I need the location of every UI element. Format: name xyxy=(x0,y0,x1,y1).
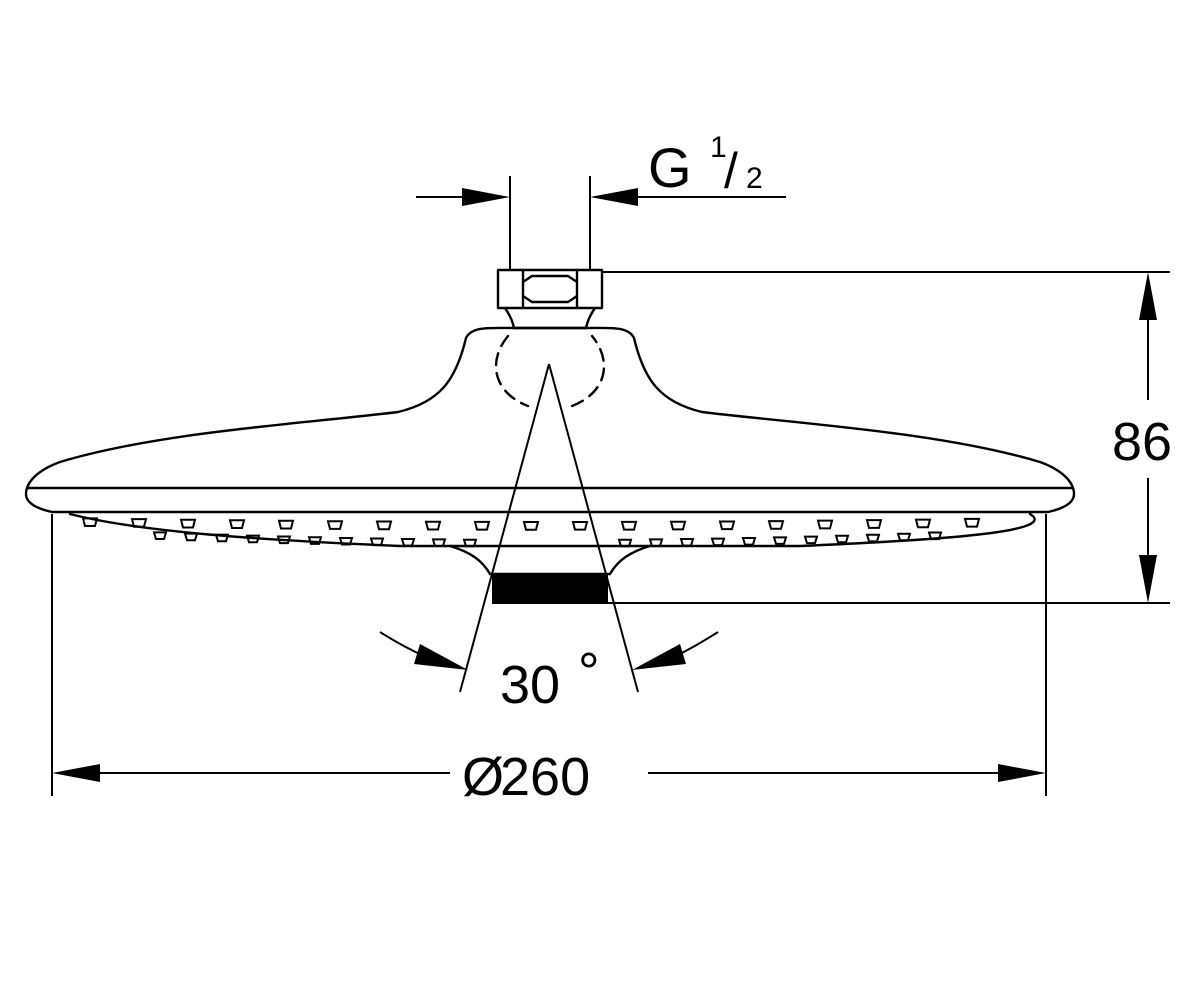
shower-head-icon xyxy=(24,268,1076,604)
nozzle xyxy=(816,519,834,530)
nozzle xyxy=(424,520,442,531)
nozzle xyxy=(130,518,148,528)
height-value: 86 xyxy=(1112,412,1172,472)
spray-nozzles xyxy=(81,517,981,548)
nozzle xyxy=(338,536,354,546)
angle-arrow-left xyxy=(414,644,468,670)
nozzle xyxy=(462,538,478,548)
angle-ray-right xyxy=(548,363,639,693)
nozzle xyxy=(179,518,197,529)
nozzle xyxy=(718,520,736,531)
nozzle xyxy=(183,532,199,542)
nozzle xyxy=(710,537,726,547)
nozzle xyxy=(741,537,757,546)
thread-dimension xyxy=(416,176,786,270)
nozzle xyxy=(772,536,788,545)
angle-ray-left xyxy=(459,363,550,693)
diameter-value: 260 xyxy=(500,747,590,807)
nozzle xyxy=(914,518,932,529)
nozzle xyxy=(152,531,168,541)
angle-arc-left xyxy=(379,631,425,657)
nozzle xyxy=(648,538,664,548)
diameter-arrow-left xyxy=(52,764,100,782)
nozzle xyxy=(522,520,540,531)
nozzle xyxy=(620,520,638,531)
spray-plate xyxy=(68,512,1036,548)
connector-nut xyxy=(496,268,604,310)
height-arrow-top xyxy=(1139,272,1157,320)
thread-fraction-slash: / xyxy=(724,143,738,199)
diameter-arrow-right xyxy=(998,764,1046,782)
angle-arrow-right xyxy=(632,644,686,670)
thread-fraction-denominator: 2 xyxy=(746,162,763,195)
nozzle xyxy=(81,517,99,528)
nozzle xyxy=(767,520,785,530)
ball-joint-dashed xyxy=(494,334,606,408)
nozzle xyxy=(803,535,819,545)
nozzle xyxy=(834,534,850,544)
thread-arrow-left xyxy=(462,188,510,206)
angle-value: 30 xyxy=(500,655,560,715)
height-arrow-bottom xyxy=(1139,555,1157,603)
nozzle xyxy=(963,517,981,528)
angle-unit: ° xyxy=(578,642,600,702)
nozzle xyxy=(896,532,912,542)
nozzle xyxy=(927,531,943,541)
height-dimension xyxy=(602,271,1170,604)
nozzle xyxy=(228,519,246,530)
nozzle xyxy=(679,538,695,547)
nozzle xyxy=(276,535,292,545)
diameter-dimension xyxy=(51,514,1047,796)
thread-fraction-numerator: 1 xyxy=(710,131,727,164)
nozzle xyxy=(431,538,447,547)
nozzle xyxy=(375,520,393,531)
nozzle xyxy=(214,533,230,543)
nozzle xyxy=(571,520,589,531)
nozzle xyxy=(473,520,491,531)
thread-arrow-right xyxy=(590,188,638,206)
nozzle xyxy=(245,534,261,544)
nozzle xyxy=(865,519,883,529)
angle-dimension xyxy=(379,363,719,693)
thread-letter: G xyxy=(648,136,692,199)
nozzle xyxy=(669,520,687,531)
centre-nozzle xyxy=(492,574,608,604)
head-body xyxy=(24,326,1076,514)
nozzle xyxy=(307,536,323,545)
diameter-symbol: Ø xyxy=(462,747,504,807)
nozzle xyxy=(617,538,633,548)
connector-neck xyxy=(503,306,597,330)
nozzle xyxy=(277,519,295,530)
nozzle xyxy=(865,533,881,543)
nozzle xyxy=(400,538,416,547)
nozzle xyxy=(326,520,344,530)
nozzle xyxy=(369,537,385,547)
